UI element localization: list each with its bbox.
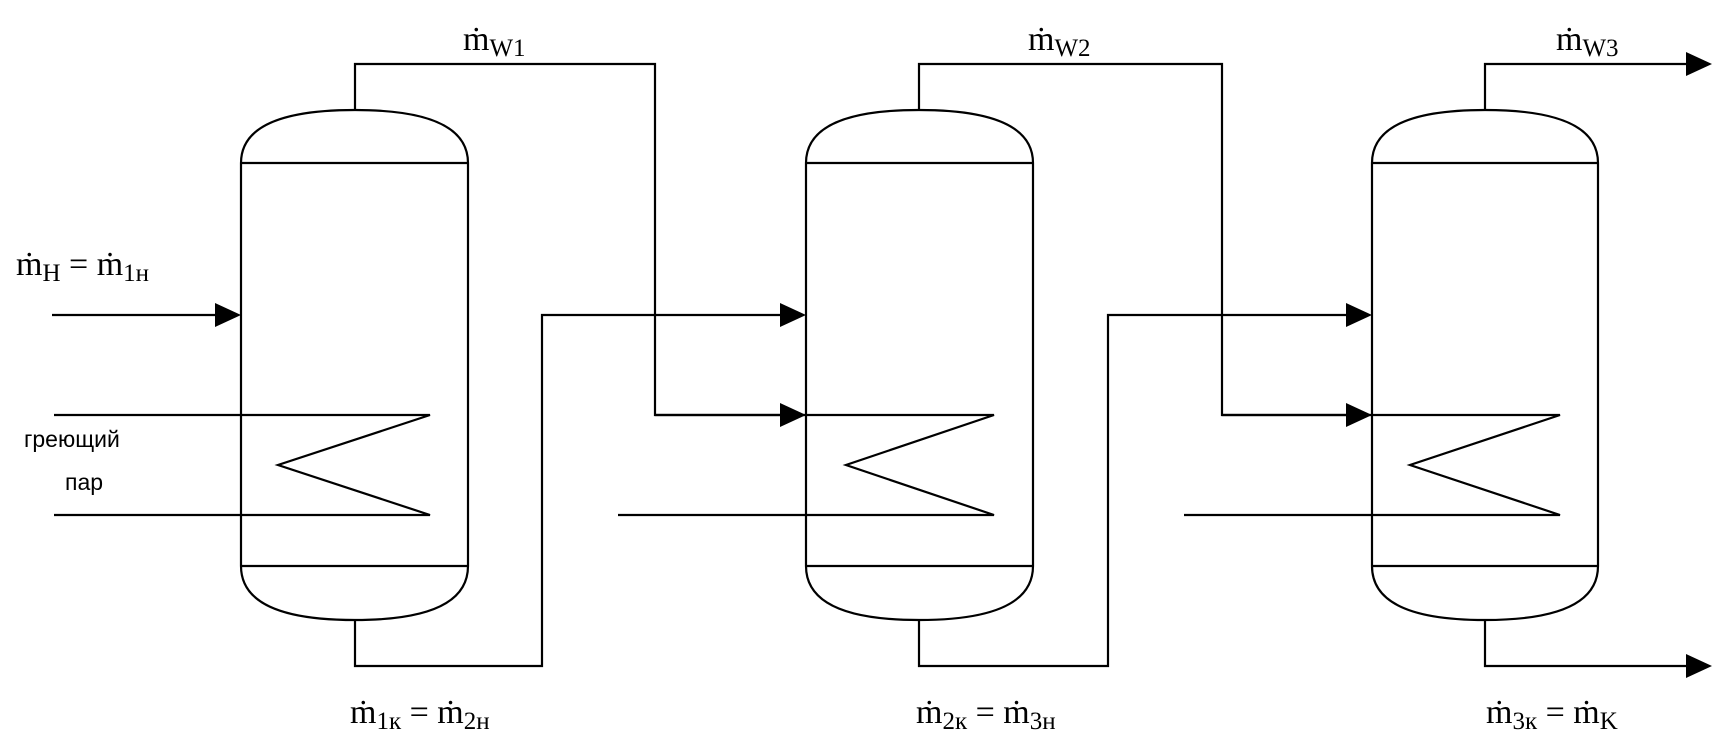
vapor-line-2: [917, 62, 1346, 417]
vapor-line-3: [1483, 62, 1686, 110]
feed-line-arrow: [215, 303, 241, 327]
liquid-line-2-3: [917, 313, 1346, 668]
liquid-line-1-2-arrow: [780, 303, 806, 327]
vapor-2-label: ṁW2: [1028, 21, 1091, 62]
vapor-line-2-arrow: [1346, 403, 1372, 427]
transfer-2-3-label: ṁ2к = ṁ3н: [916, 694, 1056, 735]
evaporator-3-shell: [1370, 108, 1600, 622]
vapor-3-label: ṁW3: [1556, 21, 1619, 62]
evaporator-2-shell: [804, 108, 1035, 622]
evaporator-2-heating-coil: [618, 413, 995, 517]
liquid-line-1-2: [353, 313, 780, 668]
feed-label: ṁH = ṁ1н: [16, 246, 149, 287]
vapor-line-3-arrow: [1686, 52, 1712, 76]
heating-steam-label-line1: греющий: [24, 426, 120, 452]
vapor-line-1-arrow: [780, 403, 806, 427]
liquid-line-2-3-arrow: [1346, 303, 1372, 327]
evaporator-3-heating-coil: [1184, 413, 1561, 517]
vapor-1-label: ṁW1: [463, 21, 526, 62]
evaporator-1-heating-coil: [54, 413, 431, 517]
vapor-line-1: [353, 62, 780, 417]
evaporator-2: [618, 108, 1035, 622]
product-label: ṁ3к = ṁK: [1486, 694, 1618, 735]
evaporator-1-shell: [239, 108, 470, 622]
evaporator-3: [1184, 108, 1600, 622]
product-line-arrow: [1686, 654, 1712, 678]
evaporator-1: [54, 108, 470, 622]
product-line: [1483, 620, 1686, 668]
transfer-1-2-label: ṁ1к = ṁ2н: [350, 694, 490, 735]
heating-steam-label-line2: пар: [65, 469, 103, 495]
